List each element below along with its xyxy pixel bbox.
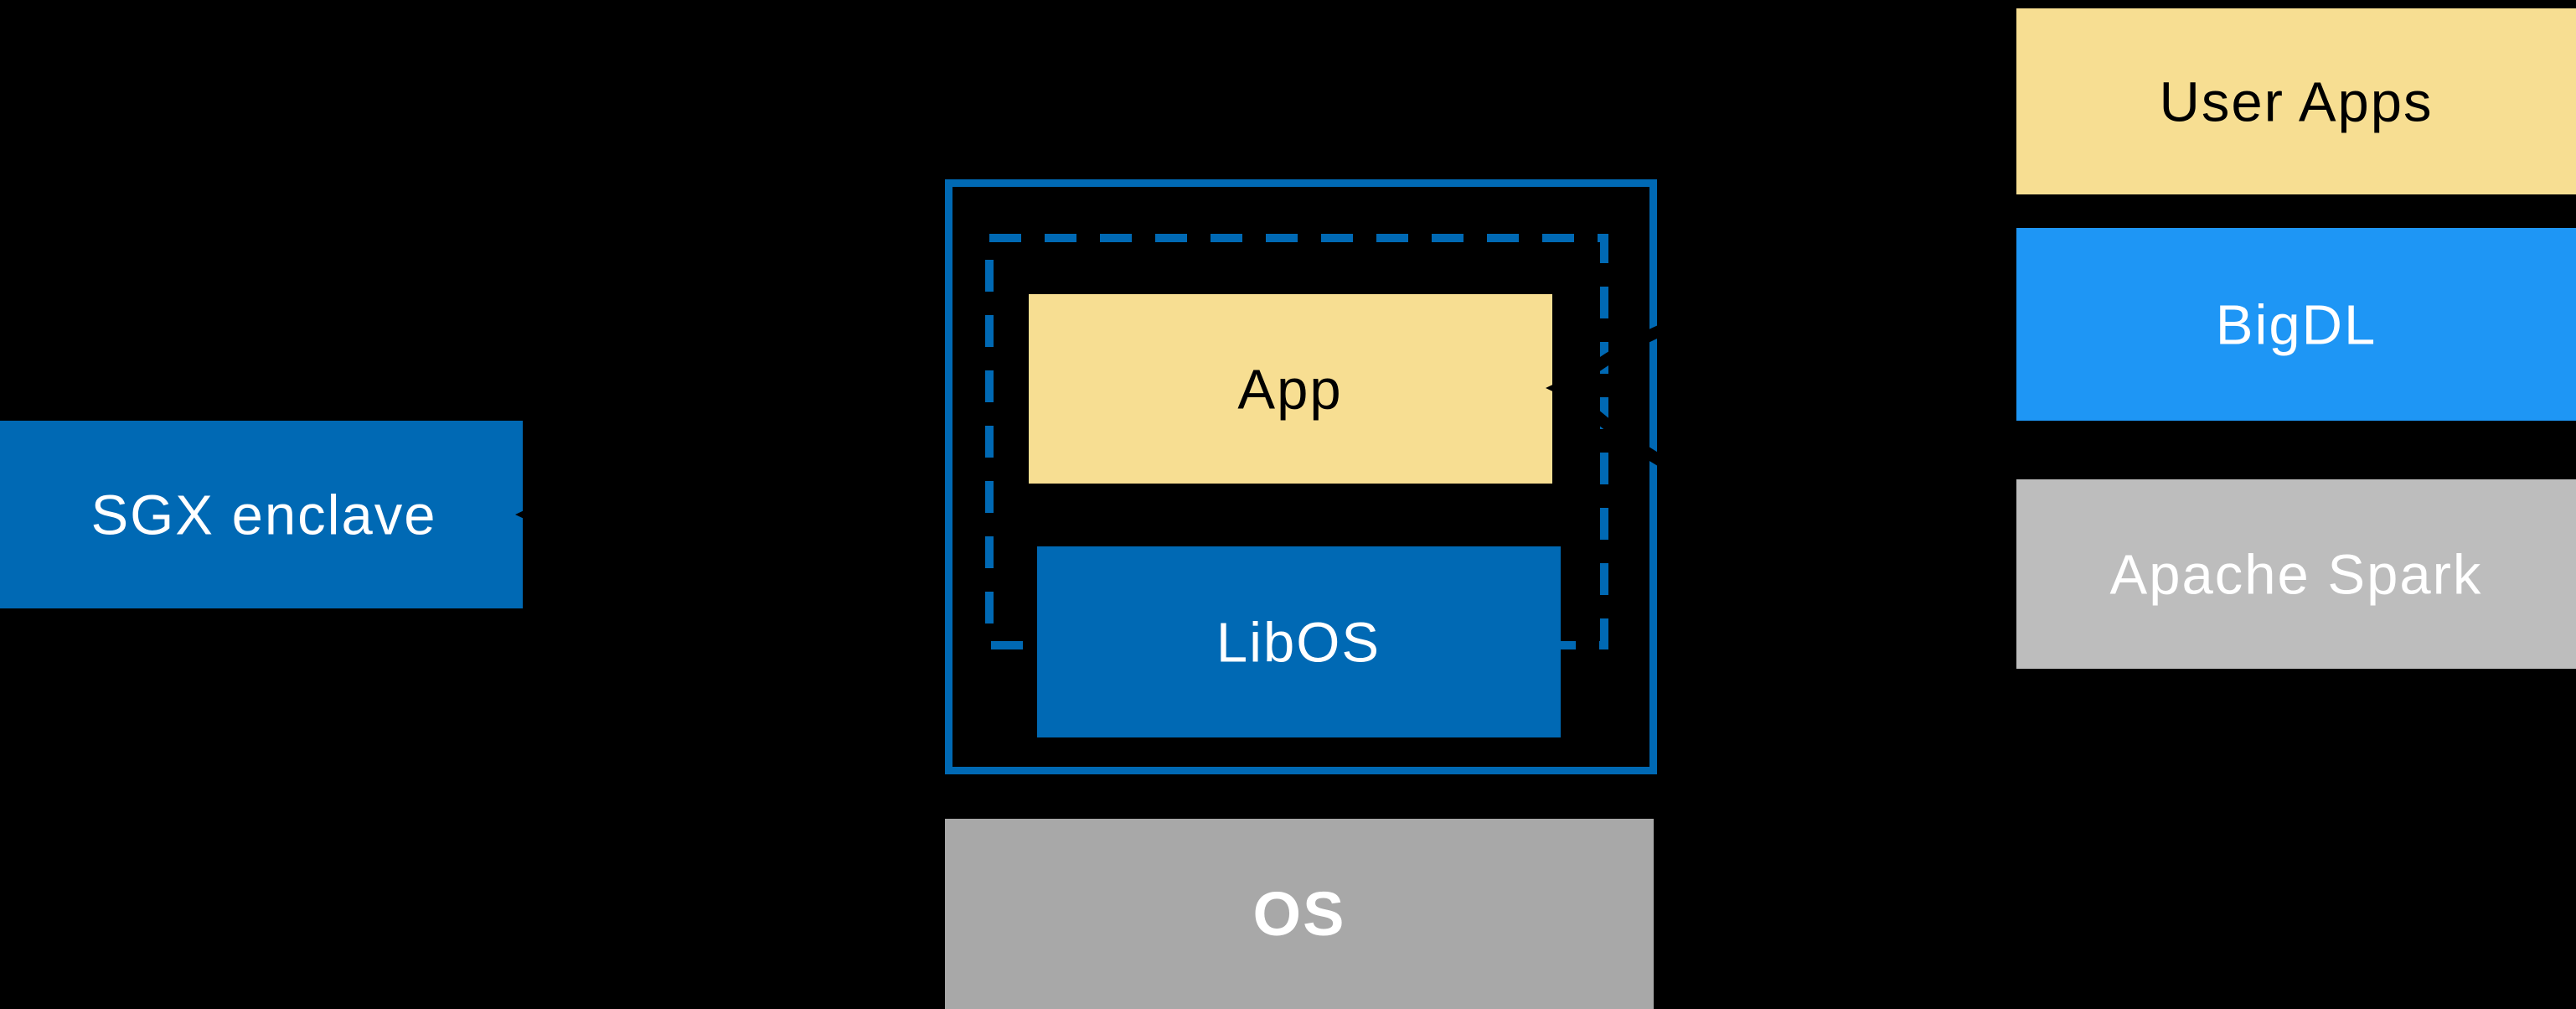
os-label: OS: [1253, 879, 1346, 949]
app-label: App: [1237, 358, 1342, 421]
apache-spark-box: [2016, 479, 2576, 669]
user-apps-label: User Apps: [2159, 70, 2433, 133]
sgx-enclave-label: SGX enclave: [90, 484, 436, 546]
libos-box: [1037, 546, 1561, 737]
bigdl-label: BigDL: [2216, 293, 2377, 356]
app-box: [1029, 294, 1552, 484]
user-apps-box: [2016, 8, 2576, 194]
arrow-to-app-head: [1546, 365, 1593, 411]
sgx-enclave-label-box: [0, 421, 523, 608]
arrow-enclave-to-sgx-label-head: [515, 494, 560, 536]
bigdl-box: [2016, 228, 2576, 421]
libos-label: LibOS: [1216, 611, 1381, 674]
os-box: [945, 819, 1654, 1009]
arrow-spark-to-app-curve: [1575, 396, 2037, 576]
arrow-bigdl-to-app-curve: [1575, 286, 2037, 384]
apache-spark-label: Apache Spark: [2110, 543, 2483, 606]
enclave-solid-border: [945, 179, 1657, 774]
